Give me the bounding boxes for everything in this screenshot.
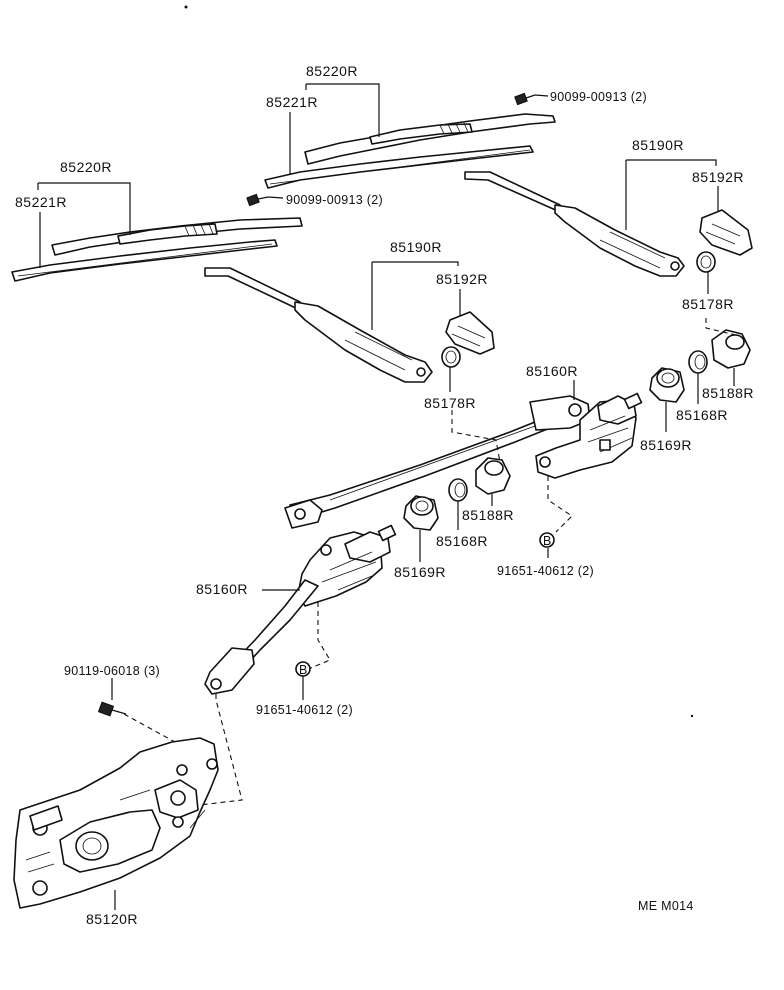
badge-b-upper: B [539,532,555,548]
label-bolt-motor: 90119-06018 (3) [64,664,160,678]
label-washer-right: 85168R [676,407,728,423]
label-link-upper: 85160R [526,363,578,379]
label-cap-right: 85178R [682,296,734,312]
label-link-lower: 85160R [196,581,248,597]
wiper-blade-top [264,113,556,189]
label-blade-top: 85220R [306,63,358,79]
label-refill-left: 85221R [15,194,67,210]
label-cover-right: 85192R [692,169,744,185]
arm-cap-right [696,251,716,273]
pivot-nut-mid [475,457,511,495]
arm-cover-right [699,209,753,256]
diagram-code: ME M014 [638,899,694,913]
wiper-arm-left [204,267,433,383]
label-arm-right: 85190R [632,137,684,153]
linkage-lower [204,524,397,695]
label-arm-left: 85190R [390,239,442,255]
pivot-nut-right [711,329,751,369]
screw-top-icon [514,92,536,106]
label-bushing-mid: 85169R [394,564,446,580]
label-bushing-right: 85169R [640,437,692,453]
label-motor: 85120R [86,911,138,927]
arm-cap-left [441,346,461,368]
pivot-washer-right [688,350,708,374]
linkage-upper [284,392,643,529]
label-bolt-top: 90099-00913 (2) [550,90,647,104]
label-cover-left: 85192R [436,271,488,287]
wiper-motor [13,737,219,909]
label-washer-mid: 85168R [436,533,488,549]
badge-b-lower: B [295,661,311,677]
label-cap-left: 85178R [424,395,476,411]
wiper-arm-right [464,171,685,277]
label-nut-right: 85188R [702,385,754,401]
label-bolt-mid: 90099-00913 (2) [286,193,383,207]
bolt-motor-icon [97,701,127,717]
wiper-blade-left [11,217,303,282]
pivot-bushing-mid [403,495,439,531]
screw-mid-icon [246,193,269,207]
label-nut-mid: 85188R [462,507,514,523]
label-refill-top: 85221R [266,94,318,110]
label-bolt-link-upper: 91651-40612 (2) [497,564,594,578]
badge-b-lower-text: B [299,663,308,677]
pivot-bushing-right [649,367,685,403]
arm-cover-left [445,311,495,355]
label-bolt-link-lower: 91651-40612 (2) [256,703,353,717]
label-blade-left: 85220R [60,159,112,175]
badge-b-upper-text: B [543,534,552,548]
pivot-washer-mid [448,478,468,502]
